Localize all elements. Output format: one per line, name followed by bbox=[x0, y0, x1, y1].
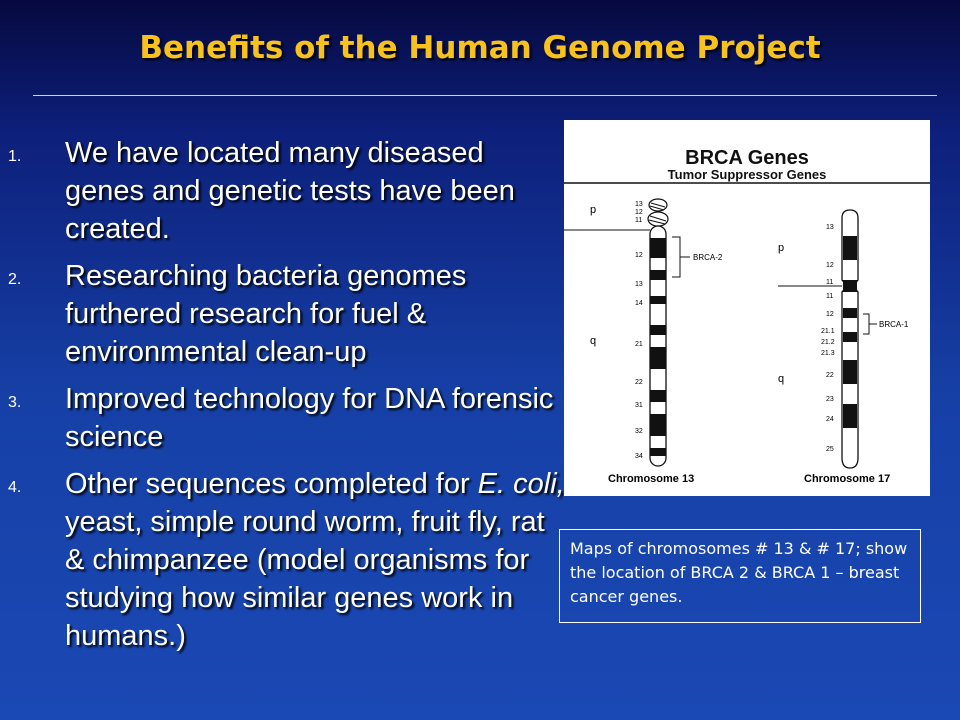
chr13-p-arm-label: p bbox=[590, 204, 596, 216]
item-number: 4. bbox=[8, 479, 22, 496]
chr17-band-label: 11 bbox=[826, 293, 833, 300]
chr17-band-label: 12 bbox=[826, 311, 834, 318]
title-divider bbox=[33, 95, 937, 96]
chr13-band-label: 11 bbox=[635, 217, 642, 224]
item-text: Researching bacteria genomes furthered r… bbox=[65, 260, 467, 368]
chr17-band-label: 21.1 bbox=[821, 328, 835, 335]
item-text: Other sequences completed for E. coli, y… bbox=[65, 465, 568, 655]
chr17-band-label: 24 bbox=[826, 416, 834, 423]
brca1-bracket bbox=[863, 313, 870, 335]
chr17-band-label: 21.3 bbox=[821, 350, 835, 357]
item-text-start: Other sequences completed for bbox=[65, 468, 478, 500]
chr17-band-label: 11 bbox=[826, 279, 833, 286]
chromosome-17-ideogram: p q 13 12 11 11 12 21.1 21.2 21.3 22 23 … bbox=[778, 209, 909, 485]
list-item: 4. Other sequences completed for E. coli… bbox=[8, 465, 568, 655]
chr13-band-label: 13 bbox=[635, 201, 643, 208]
item-text: We have located many diseased genes and … bbox=[65, 137, 515, 245]
brca1-label: BRCA-1 bbox=[879, 320, 909, 329]
item-text: Improved technology for DNA forensic sci… bbox=[65, 383, 554, 453]
chr13-band-label: 13 bbox=[635, 281, 643, 288]
item-number: 1. bbox=[8, 148, 22, 165]
list-item: 1. We have located many diseased genes a… bbox=[8, 134, 568, 248]
chr17-band-label: 13 bbox=[826, 224, 834, 231]
brca2-label: BRCA-2 bbox=[693, 253, 723, 262]
item-number: 3. bbox=[8, 394, 22, 411]
chr13-band-label: 31 bbox=[635, 402, 643, 409]
brca-genes-figure: BRCA Genes Tumor Suppressor Genes p q 13… bbox=[564, 120, 930, 496]
chr13-body bbox=[649, 225, 667, 467]
chr17-band-label: 12 bbox=[826, 262, 834, 269]
chr13-band-label: 12 bbox=[635, 252, 643, 259]
chr13-band-label: 22 bbox=[635, 379, 643, 386]
chr13-band-label: 34 bbox=[635, 453, 643, 460]
chr13-band-label: 32 bbox=[635, 428, 643, 435]
chr13-q-arm-label: q bbox=[590, 335, 596, 347]
chromosome-13-ideogram: p q 13 12 11 12 13 14 21 22 bbox=[564, 198, 723, 485]
benefits-list: 1. We have located many diseased genes a… bbox=[8, 134, 568, 664]
chr17-p-arm-label: p bbox=[778, 242, 784, 254]
chr13-band-label: 21 bbox=[635, 341, 643, 348]
brca2-bracket bbox=[672, 236, 681, 278]
slide-title: Benefits of the Human Genome Project bbox=[139, 30, 821, 66]
chr17-band-label: 21.2 bbox=[821, 339, 835, 346]
chr13-name: Chromosome 13 bbox=[608, 473, 694, 485]
chr13-band-label: 12 bbox=[635, 209, 643, 216]
figure-title: BRCA Genes bbox=[685, 147, 809, 169]
figure-subtitle: Tumor Suppressor Genes bbox=[668, 167, 827, 182]
chr17-q-arm-label: q bbox=[778, 373, 784, 385]
chr17-name: Chromosome 17 bbox=[804, 473, 890, 485]
figure-caption: Maps of chromosomes # 13 & # 17; show th… bbox=[559, 529, 921, 623]
chr17-band-label: 23 bbox=[826, 396, 834, 403]
list-item: 2. Researching bacteria genomes furthere… bbox=[8, 257, 568, 371]
chr17-band-label: 22 bbox=[826, 372, 834, 379]
chr17-band-label: 25 bbox=[826, 446, 834, 453]
item-text-end: yeast, simple round worm, fruit fly, rat… bbox=[65, 506, 545, 652]
chr13-band-label: 14 bbox=[635, 300, 643, 307]
item-number: 2. bbox=[8, 271, 22, 288]
list-item: 3. Improved technology for DNA forensic … bbox=[8, 380, 568, 456]
item-text-italic: E. coli, bbox=[477, 468, 565, 500]
